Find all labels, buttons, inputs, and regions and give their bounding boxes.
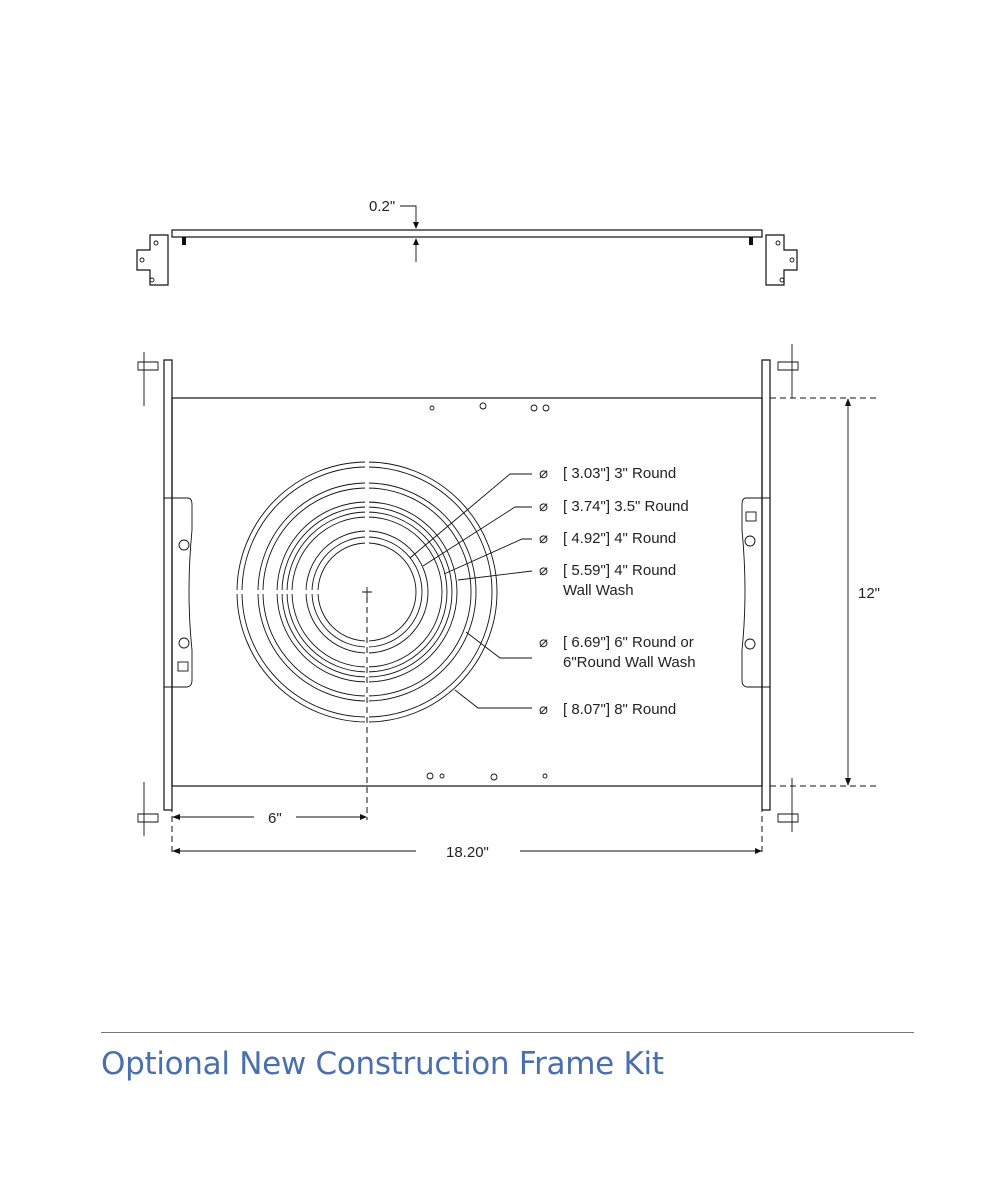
height-extension-lines bbox=[770, 397, 880, 787]
frame-holes bbox=[426, 402, 550, 781]
ring-slot-gap bbox=[365, 460, 369, 545]
left-rail bbox=[163, 359, 173, 811]
plan-view: 12" 6" 18.20" ⌀ [ 3.03"] 3" Round ⌀ [ 3.… bbox=[137, 344, 880, 861]
callout-1: ⌀ [ 3.74"] 3.5" Round bbox=[539, 498, 689, 515]
tab bbox=[749, 237, 753, 245]
tab bbox=[182, 237, 186, 245]
height-label: 12" bbox=[858, 585, 880, 602]
callout-text: [ 3.74"] 3.5" Round bbox=[563, 498, 689, 515]
callout-leaders bbox=[409, 473, 533, 709]
knockout-rings bbox=[235, 460, 498, 724]
frame-plate-side bbox=[171, 229, 763, 238]
right-bracket bbox=[741, 497, 770, 688]
screw-icon bbox=[744, 535, 756, 547]
diameter-icon: ⌀ bbox=[539, 634, 548, 651]
right-rail bbox=[761, 359, 771, 811]
callout-4: ⌀ [ 6.69"] 6" Round or 6"Round Wall Wash bbox=[539, 634, 696, 671]
callout-text: 6"Round Wall Wash bbox=[563, 654, 696, 671]
right-bracket-side bbox=[765, 234, 798, 286]
diameter-icon: ⌀ bbox=[539, 498, 548, 515]
side-view: 0.2" bbox=[136, 198, 798, 286]
diameter-icon: ⌀ bbox=[539, 562, 548, 579]
callout-text: [ 5.59"] 4" Round bbox=[563, 562, 676, 579]
callout-text: [ 6.69"] 6" Round or bbox=[563, 634, 694, 651]
left-bracket-side bbox=[136, 234, 169, 286]
screw-icon bbox=[744, 638, 756, 650]
width-label: 18.20" bbox=[446, 844, 489, 861]
callout-2: ⌀ [ 4.92"] 4" Round bbox=[539, 530, 676, 547]
ring-slot-gap bbox=[235, 590, 320, 594]
diameter-icon: ⌀ bbox=[539, 530, 548, 547]
callout-5: ⌀ [ 8.07"] 8" Round bbox=[539, 701, 676, 718]
diameter-icon: ⌀ bbox=[539, 465, 548, 482]
callout-text: [ 8.07"] 8" Round bbox=[563, 701, 676, 718]
caption-title: Optional New Construction Frame Kit bbox=[101, 1046, 664, 1082]
screw-icon bbox=[178, 539, 190, 551]
callout-0: ⌀ [ 3.03"] 3" Round bbox=[539, 465, 676, 482]
thickness-dimension bbox=[400, 205, 417, 262]
callout-text: [ 4.92"] 4" Round bbox=[563, 530, 676, 547]
divider bbox=[101, 1032, 914, 1033]
diameter-icon: ⌀ bbox=[539, 701, 548, 718]
screw-icon bbox=[178, 637, 190, 649]
center-offset-label: 6" bbox=[268, 810, 282, 827]
center-mark bbox=[362, 587, 372, 597]
mounting-nails bbox=[137, 344, 799, 836]
thickness-label: 0.2" bbox=[369, 198, 395, 215]
left-bracket bbox=[164, 497, 193, 688]
callout-text: Wall Wash bbox=[563, 582, 634, 599]
callout-3: ⌀ [ 5.59"] 4" Round Wall Wash bbox=[539, 562, 676, 599]
callout-text: [ 3.03"] 3" Round bbox=[563, 465, 676, 482]
